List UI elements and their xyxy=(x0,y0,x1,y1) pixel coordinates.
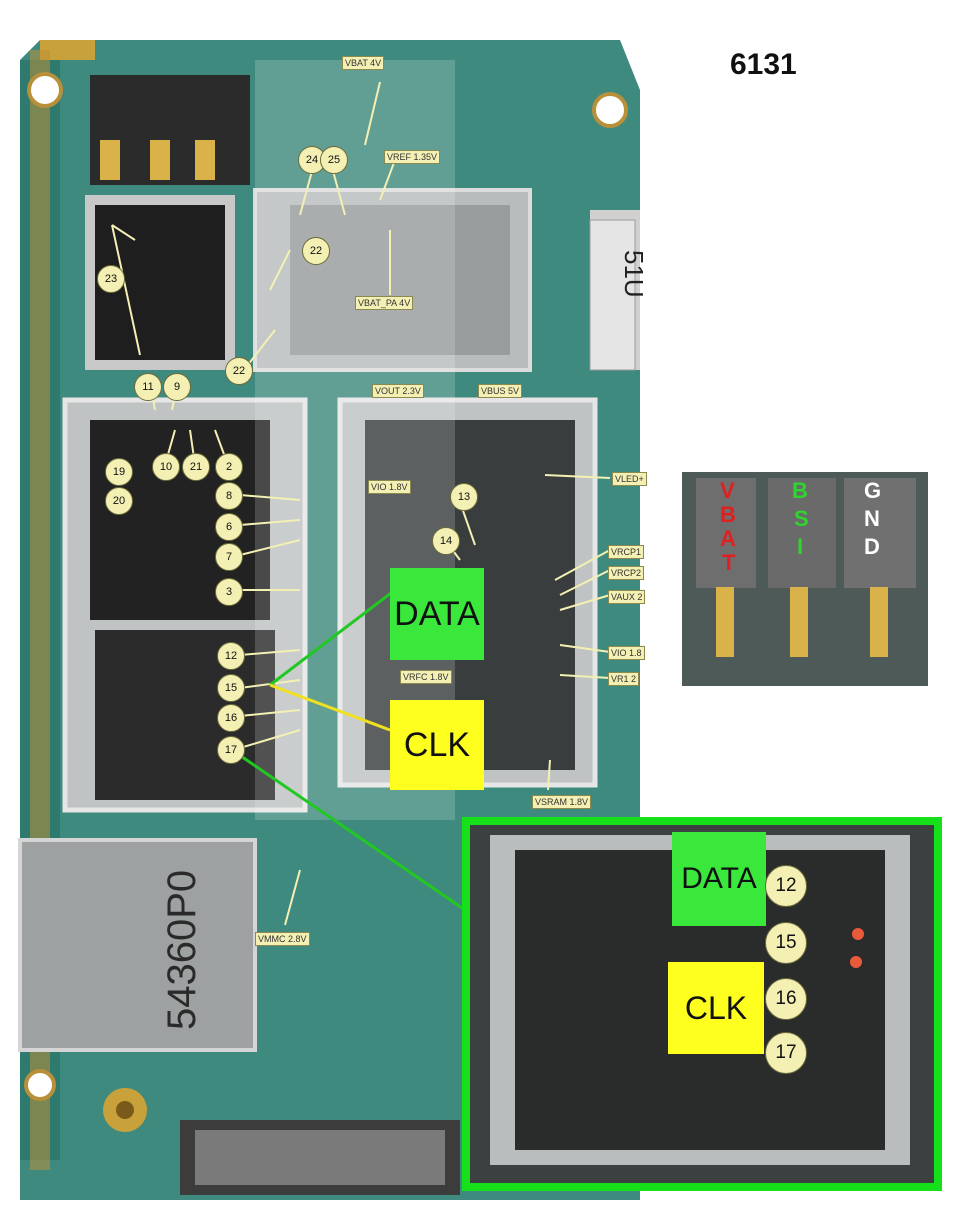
pin-10: 10 xyxy=(152,453,180,481)
crystal-component: 51U xyxy=(589,219,649,371)
inset-frame xyxy=(462,817,942,1191)
pin-23: 23 xyxy=(97,265,125,293)
bsi-letter-b: B xyxy=(792,478,808,503)
bsi-letter-s: S xyxy=(794,506,809,531)
vbat-letter-a: A xyxy=(720,526,736,551)
pin-3: 3 xyxy=(215,578,243,606)
inset-pin-15: 15 xyxy=(765,922,807,964)
pin-6: 6 xyxy=(215,513,243,541)
gnd-letter-d: D xyxy=(864,534,880,559)
bsi-letter-i: I xyxy=(797,534,804,559)
vbat-pin-housing xyxy=(696,478,756,588)
label-vsram: VSRAM 1.8V xyxy=(532,795,592,809)
pin-2: 2 xyxy=(215,453,243,481)
label-vmmc: VMMC 2.8V xyxy=(255,932,310,946)
shield-top xyxy=(253,188,640,372)
pin-8: 8 xyxy=(215,482,243,510)
pin-11: 11 xyxy=(134,373,162,401)
label-vrfc: VRFC 1.8V xyxy=(400,670,452,684)
bsi-pin-housing xyxy=(768,478,836,588)
label-vaux2: VAUX 2 xyxy=(608,590,646,604)
label-vio: VIO 1.8V xyxy=(368,480,411,494)
vbat-letter-v: V xyxy=(720,478,735,503)
crystal-marking: 51U xyxy=(619,250,649,298)
vbat-letter-b: B xyxy=(720,502,736,527)
pin-16: 16 xyxy=(217,704,245,732)
data-label-inset: DATA xyxy=(672,832,766,926)
clk-label-inset: CLK xyxy=(668,962,764,1054)
gnd-letter-g: G xyxy=(864,478,882,503)
inset-pin-12: 12 xyxy=(765,865,807,907)
vbat-letter-t: T xyxy=(722,550,736,575)
pin-22-a: 22 xyxy=(302,237,330,265)
label-vio-r: VIO 1.8 xyxy=(608,646,645,660)
data-label-main: DATA xyxy=(390,568,484,660)
clk-test-point xyxy=(850,956,862,968)
label-vout: VOUT 2.3V xyxy=(372,384,424,398)
pin-9: 9 xyxy=(163,373,191,401)
inset-pin-17: 17 xyxy=(765,1032,807,1074)
gnd-pin-housing xyxy=(844,478,916,588)
data-test-point xyxy=(852,928,864,940)
label-vr12: VR1 2 xyxy=(608,672,640,686)
clk-label-main: CLK xyxy=(390,700,484,790)
pin-12: 12 xyxy=(217,642,245,670)
bottom-connector xyxy=(180,1120,460,1195)
battery-connector: V B A T B S I G N D xyxy=(682,472,928,686)
label-vbat-top: VBAT 4V xyxy=(342,56,385,70)
pin-13: 13 xyxy=(450,483,478,511)
label-vrcp1: VRCP1 xyxy=(608,545,645,559)
pin-7: 7 xyxy=(215,543,243,571)
pin-22-b: 22 xyxy=(225,357,253,385)
pin-17: 17 xyxy=(217,736,245,764)
sim-marking: 54360P0 xyxy=(160,870,204,1030)
pin-19: 19 xyxy=(105,458,133,486)
pin-20: 20 xyxy=(105,487,133,515)
bsi-pin xyxy=(790,587,808,657)
model-title: 6131 xyxy=(730,48,797,81)
pin-14: 14 xyxy=(432,527,460,555)
sim-holder: 54360P0 xyxy=(18,838,257,1052)
inset-pin-16: 16 xyxy=(765,978,807,1020)
label-vbus: VBUS 5V xyxy=(478,384,523,398)
label-vrcp2: VRCP2 xyxy=(608,566,645,580)
vbat-pin xyxy=(716,587,734,657)
audio-connector xyxy=(90,75,250,185)
label-vledp: VLED+ xyxy=(612,472,647,486)
pin-21: 21 xyxy=(182,453,210,481)
pin-15: 15 xyxy=(217,674,245,702)
pin-25: 25 xyxy=(320,146,348,174)
label-vbat-pa: VBAT_PA 4V xyxy=(355,296,414,310)
gnd-letter-n: N xyxy=(864,506,880,531)
label-vref: VREF 1.35V xyxy=(384,150,441,164)
gnd-pin xyxy=(870,587,888,657)
